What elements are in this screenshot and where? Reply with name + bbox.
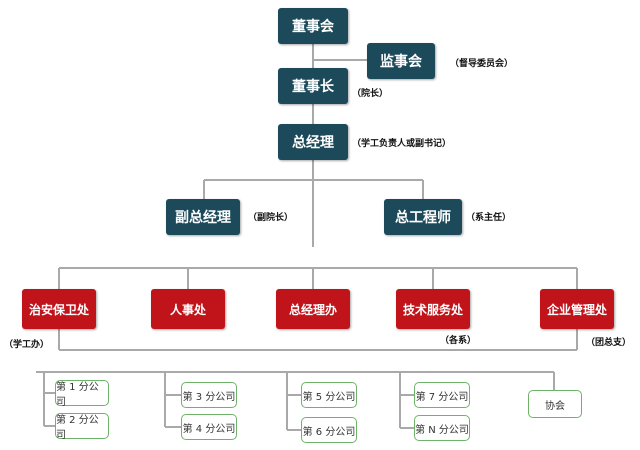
dept-hr-label: 人事处 — [169, 302, 206, 317]
chairman-box: 董事长 — [278, 68, 348, 104]
chief-engineer-label: 总工程师 — [395, 210, 451, 226]
dept-security-box: 治安保卫处 — [22, 289, 96, 329]
unit-branch-n: 第 N 分公司 — [414, 415, 470, 441]
unit-branch-6-label: 第 6 分公司 — [302, 426, 356, 438]
unit-association-label: 协会 — [545, 400, 565, 412]
board-box: 董事会 — [278, 8, 348, 44]
dept-tech-service-note: （各系） — [440, 336, 477, 346]
deputy-gm-box: 副总经理 — [166, 199, 240, 235]
unit-branch-1-label: 第 1 分公司 — [56, 382, 99, 408]
unit-branch-1: 第 1 分公司 — [55, 380, 109, 408]
unit-branch-5: 第 5 分公司 — [301, 382, 357, 408]
unit-branch-2: 第 2 分公司 — [55, 413, 109, 441]
dept-gm-office-box: 总经理办 — [276, 289, 350, 329]
chairman-note: （院长） — [352, 89, 389, 99]
unit-branch-4-label: 第 4 分公司 — [182, 423, 236, 435]
chief-engineer-note: （系主任） — [466, 213, 512, 223]
dept-tech-service-label: 技术服务处 — [402, 302, 463, 317]
unit-branch-3-label: 第 3 分公司 — [182, 391, 236, 403]
gm-box: 总经理 — [278, 124, 348, 160]
unit-branch-2-label: 第 2 分公司 — [56, 415, 99, 441]
dept-security-note: （学工办） — [4, 340, 50, 350]
dept-tech-service-box: 技术服务处 — [396, 289, 470, 329]
supervisory-box: 监事会 — [367, 43, 435, 79]
gm-note: （学工负责人或副书记） — [352, 139, 452, 149]
dept-gm-office-label: 总经理办 — [288, 302, 337, 317]
deputy-gm-note: （副院长） — [248, 213, 294, 223]
unit-association: 协会 — [528, 390, 582, 418]
unit-branch-3: 第 3 分公司 — [181, 382, 237, 408]
dept-hr-box: 人事处 — [151, 289, 225, 329]
supervisory-label: 监事会 — [380, 54, 422, 70]
dept-security-label: 治安保卫处 — [28, 302, 89, 317]
dept-enterprise-note: （团总支） — [586, 338, 632, 348]
chairman-label: 董事长 — [292, 79, 334, 95]
deputy-gm-label: 副总经理 — [175, 210, 231, 226]
dept-enterprise-box: 企业管理处 — [540, 289, 614, 329]
supervisory-note: （督导委员会） — [450, 59, 514, 69]
unit-branch-4: 第 4 分公司 — [181, 414, 237, 440]
unit-branch-7: 第 7 分公司 — [414, 382, 470, 408]
dept-enterprise-label: 企业管理处 — [546, 302, 607, 317]
unit-branch-6: 第 6 分公司 — [301, 417, 357, 443]
unit-branch-n-label: 第 N 分公司 — [415, 424, 469, 436]
gm-label: 总经理 — [292, 135, 334, 151]
unit-branch-5-label: 第 5 分公司 — [302, 391, 356, 403]
unit-branch-7-label: 第 7 分公司 — [415, 391, 469, 403]
board-label: 董事会 — [292, 19, 334, 35]
chief-engineer-box: 总工程师 — [384, 199, 462, 235]
